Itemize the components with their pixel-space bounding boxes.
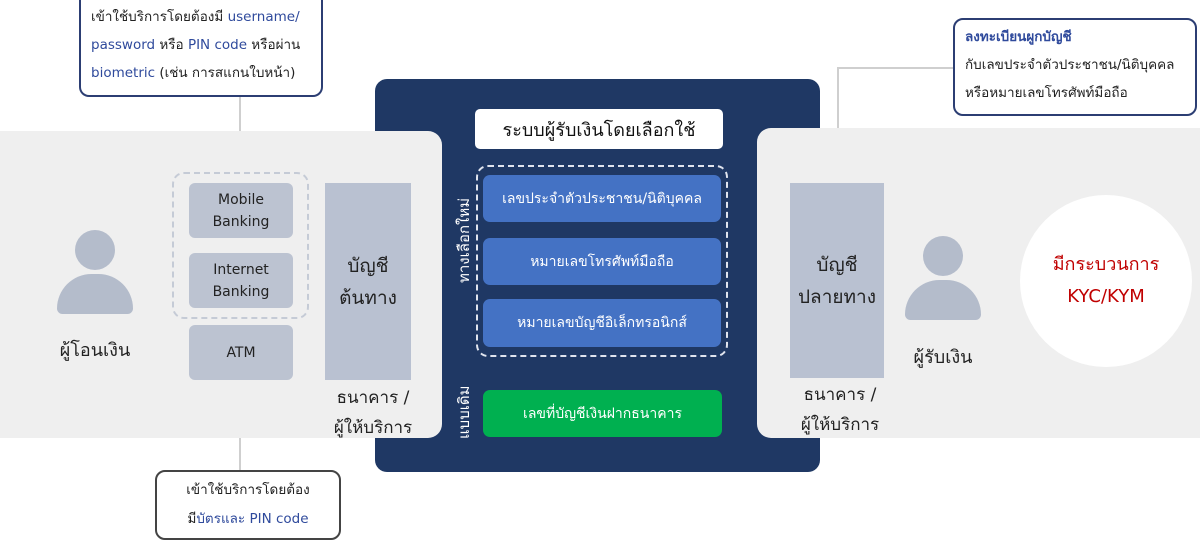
sender-bank-label: ธนาคาร / ผู้ให้บริการ — [318, 383, 428, 443]
sender-person-icon — [57, 230, 133, 314]
connector-line — [837, 67, 953, 69]
channel-internet-banking: Internet Banking — [189, 253, 293, 308]
destination-account-l1: บัญชี — [816, 253, 858, 276]
bank-l1: ธนาคาร / — [803, 385, 877, 405]
source-account: บัญชี ต้นทาง — [325, 183, 411, 380]
channel-atm: ATM — [189, 325, 293, 380]
kyc-circle: มีกระบวนการ KYC/KYM — [1020, 195, 1192, 367]
receiver-person-icon — [905, 236, 981, 320]
connector-line — [837, 67, 839, 183]
new-options-label: ทางเลือกใหม่ — [455, 197, 473, 283]
callout-registration: ลงทะเบียนผูกบัญชี กับเลขประจำตัวประชาชน/… — [953, 18, 1197, 116]
option-id-number: เลขประจำตัวประชาชน/นิติบุคคล — [483, 175, 721, 222]
option-phone-number: หมายเลขโทรศัพท์มือถือ — [483, 238, 721, 285]
option-e-wallet: หมายเลขบัญชีอิเล็กทรอนิกส์ — [483, 299, 721, 347]
source-account-l2: ต้นทาง — [339, 286, 397, 309]
destination-account: บัญชี ปลายทาง — [790, 183, 884, 378]
destination-account-l2: ปลายทาง — [798, 285, 876, 308]
sender-label: ผู้โอนเงิน — [59, 340, 131, 361]
source-account-l1: บัญชี — [347, 254, 389, 277]
new-options-group — [476, 165, 728, 357]
callout-atm-access: เข้าใช้บริการโดยต้อง มีบัตรและ PIN code — [155, 470, 341, 540]
receiver-label: ผู้รับเงิน — [913, 347, 973, 368]
kyc-l1: มีกระบวนการ — [1052, 254, 1160, 275]
digital-channels-group — [172, 172, 309, 319]
bank-l2: ผู้ให้บริการ — [800, 415, 880, 435]
center-title: ระบบผู้รับเงินโดยเลือกใช้ — [475, 109, 723, 149]
receiver-bank-label: ธนาคาร / ผู้ให้บริการ — [785, 380, 895, 440]
callout-digital-access: เข้าใช้บริการโดยต้องมี username/ passwor… — [79, 0, 323, 97]
bank-l1: ธนาคาร / — [336, 388, 410, 408]
bank-l2: ผู้ให้บริการ — [333, 418, 413, 438]
channel-mobile-banking: Mobile Banking — [189, 183, 293, 238]
option-bank-account: เลขที่บัญชีเงินฝากธนาคาร — [483, 390, 722, 437]
kyc-l2: KYC/KYM — [1067, 286, 1145, 307]
old-method-label: แบบเดิม — [455, 385, 473, 440]
